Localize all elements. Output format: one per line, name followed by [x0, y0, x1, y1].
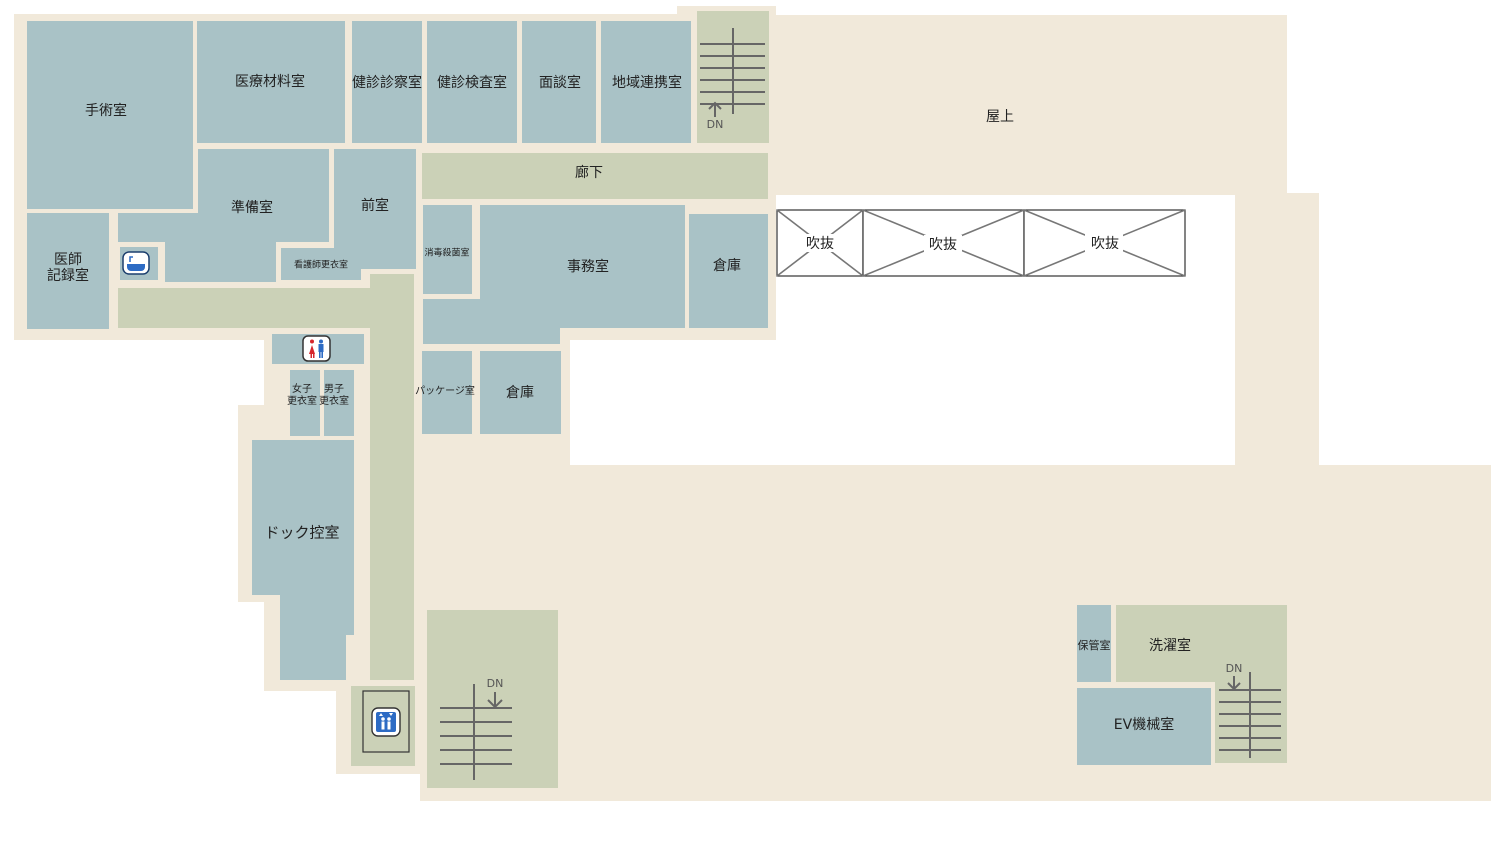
room-office — [423, 205, 685, 344]
label-dock-waiting: ドック控室 — [264, 524, 339, 542]
label-void-2: 吹抜 — [929, 237, 957, 253]
room-checkup-exam — [352, 21, 422, 143]
label-surgery: 手術室 — [85, 102, 127, 119]
label-ev-machine: EV機械室 — [1114, 716, 1174, 733]
label-stairs-bottom-dn: DN — [487, 677, 504, 690]
label-package: パッケージ室 — [415, 384, 475, 397]
stairs-bottom — [440, 684, 512, 780]
label-storage-2: 倉庫 — [506, 384, 534, 401]
stair-bottom-area — [427, 610, 558, 788]
label-women-locker-2: 更衣室 — [287, 394, 317, 407]
label-preparation: 準備室 — [231, 199, 273, 216]
stairs-top — [700, 28, 765, 117]
rooms — [27, 21, 1211, 765]
corridor-lower — [118, 288, 414, 328]
room-storage-2 — [480, 351, 561, 434]
room-checkup-test — [427, 21, 517, 143]
elevator-icon — [362, 690, 410, 753]
label-safekeeping: 保管室 — [1078, 638, 1111, 652]
room-nurse-locker — [281, 248, 361, 280]
label-checkup-exam: 健診診察室 — [352, 74, 422, 91]
room-labels: 手術室 医療材料室 健診診察室 健診検査室 面談室 地域連携室 屋上 準備室 前… — [47, 73, 1242, 733]
label-storage-1: 倉庫 — [713, 257, 741, 274]
room-preparation — [118, 149, 329, 282]
void-label-bg — [802, 234, 1123, 253]
room-package — [422, 351, 472, 434]
corridor-main — [422, 153, 768, 199]
corridor-vertical — [370, 274, 414, 680]
room-surgery — [27, 21, 193, 209]
room-storage-1 — [689, 214, 768, 328]
bathtub-icon — [122, 251, 150, 275]
room-safekeeping — [1077, 605, 1111, 682]
label-checkup-test: 健診検査室 — [437, 74, 507, 91]
label-medical-materials: 医療材料室 — [235, 73, 305, 90]
room-dock-waiting — [252, 440, 354, 680]
label-rooftop: 屋上 — [986, 109, 1014, 125]
label-corridor: 廊下 — [575, 164, 603, 181]
room-interview — [522, 21, 596, 143]
label-void-1: 吹抜 — [806, 236, 834, 252]
label-stairs-top-dn: DN — [707, 118, 724, 131]
label-doctor-records-2: 記録室 — [47, 267, 89, 284]
label-sterilization: 消毒殺菌室 — [424, 247, 469, 259]
label-void-3: 吹抜 — [1091, 236, 1119, 252]
label-interview: 面談室 — [539, 74, 581, 91]
room-laundry — [1116, 605, 1287, 763]
label-office: 事務室 — [567, 258, 609, 275]
room-doctor-records — [27, 213, 109, 329]
room-men-locker — [324, 370, 354, 436]
label-doctor-records-1: 医師 — [54, 252, 82, 268]
restroom-icon — [302, 335, 331, 362]
voids — [776, 209, 1186, 277]
label-community-liaison: 地域連携室 — [612, 74, 682, 91]
label-men-locker-1: 男子 — [324, 383, 344, 395]
room-sterilization — [423, 205, 472, 294]
label-women-locker-1: 女子 — [292, 382, 312, 395]
room-ev-machine — [1077, 688, 1211, 765]
room-community-liaison — [601, 21, 691, 143]
label-laundry: 洗濯室 — [1149, 637, 1191, 654]
label-nurse-locker: 看護師更衣室 — [294, 259, 348, 271]
label-anteroom: 前室 — [361, 197, 389, 214]
room-medical-materials — [197, 21, 345, 143]
stairs-right — [1219, 672, 1281, 758]
room-women-locker — [290, 370, 320, 436]
label-stairs-right-dn: DN — [1226, 662, 1243, 675]
label-men-locker-2: 更衣室 — [319, 394, 349, 407]
